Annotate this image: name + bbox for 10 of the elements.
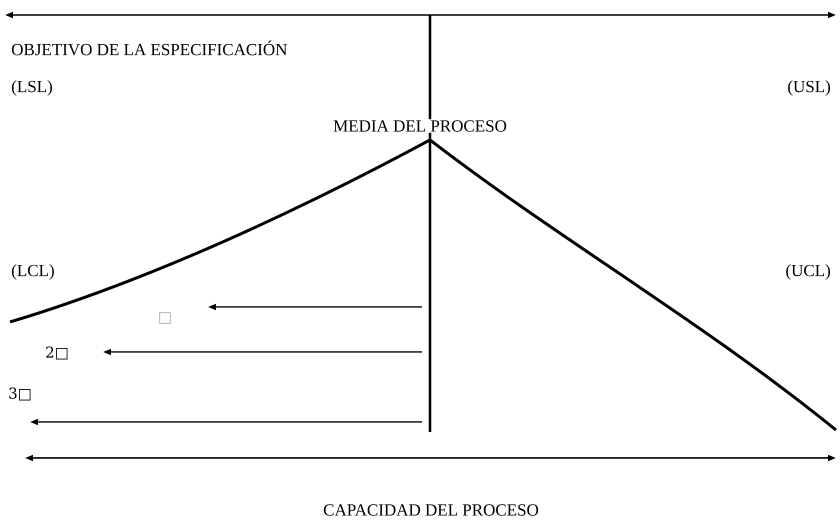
label: CAPACIDAD DEL PROCESO (324, 504, 538, 516)
label: (USL) (788, 80, 830, 96)
label: MEDIA DEL PROCESO (332, 119, 508, 133)
label: 2□ (46, 346, 68, 360)
label: OBJETIVO DE LA ESPECIFICACIÓN (12, 40, 288, 56)
label: □ (159, 312, 171, 324)
label: 3□ (9, 388, 30, 400)
label: (LSL) (12, 80, 52, 96)
label: (LCL) (12, 264, 54, 280)
label: (UCL) (786, 264, 830, 280)
